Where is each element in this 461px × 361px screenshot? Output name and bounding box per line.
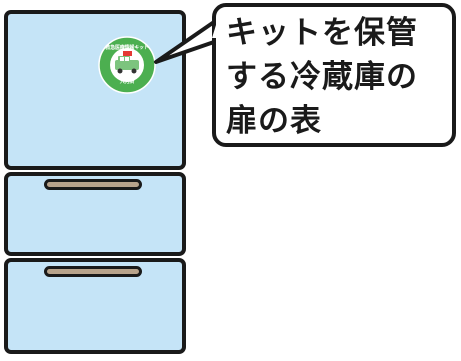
bubble-line-1: キットを保管 bbox=[226, 15, 418, 51]
bottom-drawer-handle bbox=[44, 266, 142, 277]
middle-drawer-handle bbox=[44, 179, 142, 190]
emergency-kit-sticker: 救急医療情報キット 入力済 bbox=[98, 36, 156, 94]
ambulance-icon bbox=[115, 56, 139, 74]
speech-bubble: キットを保管 する冷蔵庫の 扉の表 bbox=[212, 3, 456, 147]
bubble-text: キットを保管 する冷蔵庫の 扉の表 bbox=[226, 11, 456, 143]
bubble-line-2: する冷蔵庫の bbox=[226, 59, 418, 95]
fridge-top-door bbox=[4, 10, 186, 170]
bubble-line-3: 扉の表 bbox=[226, 103, 322, 139]
sticker-badge-icon bbox=[98, 36, 156, 94]
red-cross-icon bbox=[123, 51, 132, 56]
sticker-bottom-text: 入力済 bbox=[119, 79, 135, 85]
sticker-top-text: 救急医療情報キット bbox=[105, 45, 149, 51]
